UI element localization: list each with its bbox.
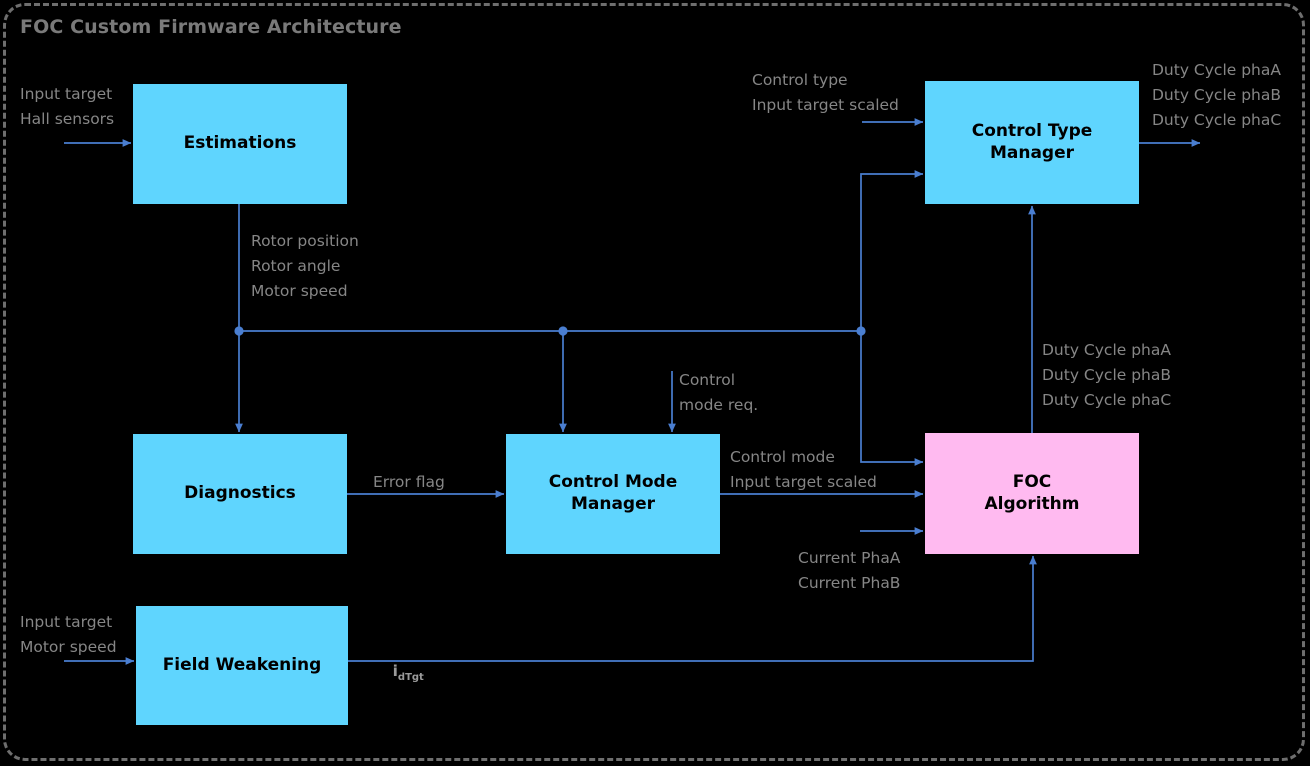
- label-control-type-inputs: Control type Input target scaled: [752, 71, 899, 115]
- block-estimations[interactable]: Estimations: [133, 84, 347, 204]
- label-estimations-inputs: Input target Hall sensors: [20, 85, 115, 129]
- block-diagnostics-label: Diagnostics: [184, 483, 296, 504]
- label-current-phases: Current PhaA Current PhaB: [798, 549, 901, 593]
- label-control-mode-req: Control mode req.: [679, 371, 759, 415]
- label-id-target-subscript: dTgt: [397, 672, 424, 684]
- label-error-flag: Error flag: [373, 473, 445, 491]
- label-foc-duty-outputs: Duty Cycle phaA Duty Cycle phaB Duty Cyc…: [1042, 341, 1172, 410]
- label-control-mode-outputs: Control mode Input target scaled: [730, 448, 877, 492]
- block-estimations-label: Estimations: [183, 133, 297, 154]
- block-diagnostics[interactable]: Diagnostics: [133, 434, 347, 554]
- block-field-weakening-label: Field Weakening: [162, 654, 322, 675]
- page-title: FOC Custom Firmware Architecture: [20, 16, 402, 38]
- block-field-weakening[interactable]: Field Weakening: [136, 606, 348, 725]
- diagram-frame: [3, 3, 1305, 761]
- label-control-type-outputs: Duty Cycle phaA Duty Cycle phaB Duty Cyc…: [1152, 61, 1282, 130]
- label-field-weakening-inputs: Input target Motor speed: [20, 613, 117, 657]
- label-id-target: idTgt: [371, 634, 424, 712]
- label-id-target-base: i: [392, 662, 398, 681]
- label-estimations-outputs: Rotor position Rotor angle Motor speed: [251, 232, 359, 301]
